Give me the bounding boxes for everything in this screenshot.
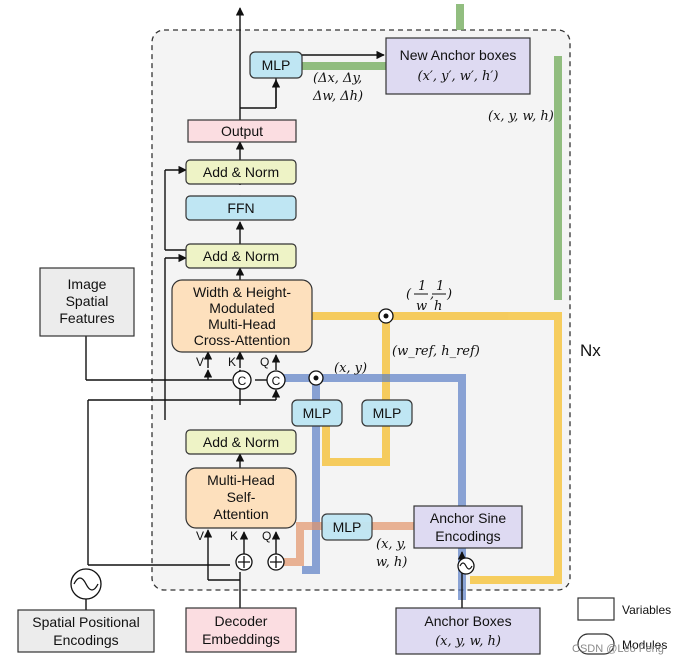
xywh-mid-line2: w, h) — [376, 555, 407, 570]
svg-text:1: 1 — [436, 279, 444, 294]
decoder-line1: Decoder — [215, 613, 268, 629]
add-norm-3-label: Add & Norm — [203, 434, 279, 450]
inverse-wh-label: ( 1 w , 1 h ) — [406, 279, 452, 314]
svg-text:1: 1 — [418, 279, 426, 294]
self-attn-line3: Attention — [213, 506, 268, 522]
add-node-left-plus — [238, 556, 250, 568]
spatial-positional-sine-wave — [73, 577, 99, 591]
cross-attn-line3: Multi-Head — [208, 316, 276, 332]
anchor-sine-line1: Anchor Sine — [430, 510, 506, 526]
add-node-right-plus — [270, 556, 282, 568]
watermark: CSDN @Leo Feng — [572, 643, 664, 655]
self-q-label: Q — [262, 529, 271, 543]
new-anchor-boxes-vars: (x′, y′, w′, h′) — [418, 69, 499, 84]
concat-q-label: C — [272, 374, 281, 388]
spatial-positional-encodings-box — [17, 609, 155, 653]
xywh-right-label: (x, y, w, h) — [488, 109, 554, 124]
mlp-mid-left-label: MLP — [303, 405, 332, 421]
anchor-sine-encodings-box — [413, 505, 523, 549]
anchor-boxes-vars: (x, y, w, h) — [435, 634, 501, 649]
xy-label: (x, y) — [334, 361, 367, 376]
spatial-pos-line1: Spatial Positional — [32, 614, 139, 630]
cross-attn-line1: Width & Height- — [193, 284, 291, 300]
new-anchor-boxes-box — [385, 37, 531, 95]
cross-attn-line4: Cross-Attention — [194, 332, 290, 348]
mlp-mid-right-label: MLP — [373, 405, 402, 421]
delta-label-line1: (Δx, Δy, — [313, 71, 362, 86]
mlp-bottom — [321, 513, 373, 541]
mlp-top-label: MLP — [262, 57, 291, 73]
decoder-embeddings-box — [185, 607, 297, 653]
legend-variables-swatch — [577, 597, 615, 621]
nx-label: Nx — [580, 341, 601, 360]
self-attn-line2: Self- — [227, 489, 256, 505]
anchor-sine-line2: Encodings — [435, 528, 500, 544]
image-line2: Spatial — [66, 293, 109, 309]
sine-module-icon-wave — [459, 562, 473, 570]
concat-q — [266, 370, 286, 390]
cross-v-label: V — [196, 355, 204, 369]
cross-k-label: K — [228, 355, 236, 369]
decoder-line2: Embeddings — [202, 631, 280, 647]
cross-attention-box — [171, 279, 313, 353]
self-attention-box — [185, 467, 297, 529]
output-label: Output — [221, 123, 263, 139]
add-norm-3 — [185, 429, 297, 455]
anchor-boxes-box — [395, 607, 541, 655]
spatial-pos-line2: Encodings — [53, 632, 118, 648]
mlp-mid-left — [291, 399, 343, 427]
multiply-node-yellow-dot — [383, 313, 389, 319]
ffn-box — [185, 195, 297, 221]
mlp-bottom-label: MLP — [333, 519, 362, 535]
yellow-path — [312, 312, 562, 584]
multiply-node-blue-dot — [313, 375, 319, 381]
image-line1: Image — [68, 276, 107, 292]
ffn-label: FFN — [227, 200, 254, 216]
add-norm-1-label: Add & Norm — [203, 164, 279, 180]
output-box — [187, 119, 297, 143]
image-spatial-features-box — [39, 267, 135, 337]
delta-label-line2: Δw, Δh) — [312, 89, 363, 104]
svg-text:(: ( — [406, 287, 412, 302]
image-line3: Features — [59, 310, 114, 326]
svg-text:w: w — [416, 299, 427, 314]
legend-variables-label: Variables — [622, 603, 671, 617]
concat-k — [232, 370, 252, 390]
self-k-label: K — [230, 529, 238, 543]
legend-modules-label: Modules — [622, 638, 667, 652]
mlp-top — [249, 51, 303, 79]
self-attn-line1: Multi-Head — [207, 472, 275, 488]
cross-q-label: Q — [260, 355, 269, 369]
green-path — [302, 4, 562, 300]
wref-href-label: (w_ref, h_ref) — [392, 344, 480, 359]
mlp-mid-right — [361, 399, 413, 427]
svg-text:h: h — [434, 299, 442, 314]
svg-text:): ) — [446, 287, 452, 302]
add-norm-2-label: Add & Norm — [203, 248, 279, 264]
cross-attn-line2: Modulated — [209, 300, 274, 316]
add-norm-2 — [185, 243, 297, 269]
concat-k-label: C — [238, 374, 247, 388]
xywh-mid-line1: (x, y, — [376, 537, 406, 552]
self-v-label: V — [196, 529, 204, 543]
add-norm-1 — [185, 159, 297, 185]
new-anchor-boxes-title: New Anchor boxes — [400, 47, 517, 63]
anchor-boxes-title: Anchor Boxes — [424, 613, 511, 629]
legend-modules-swatch — [577, 633, 615, 655]
